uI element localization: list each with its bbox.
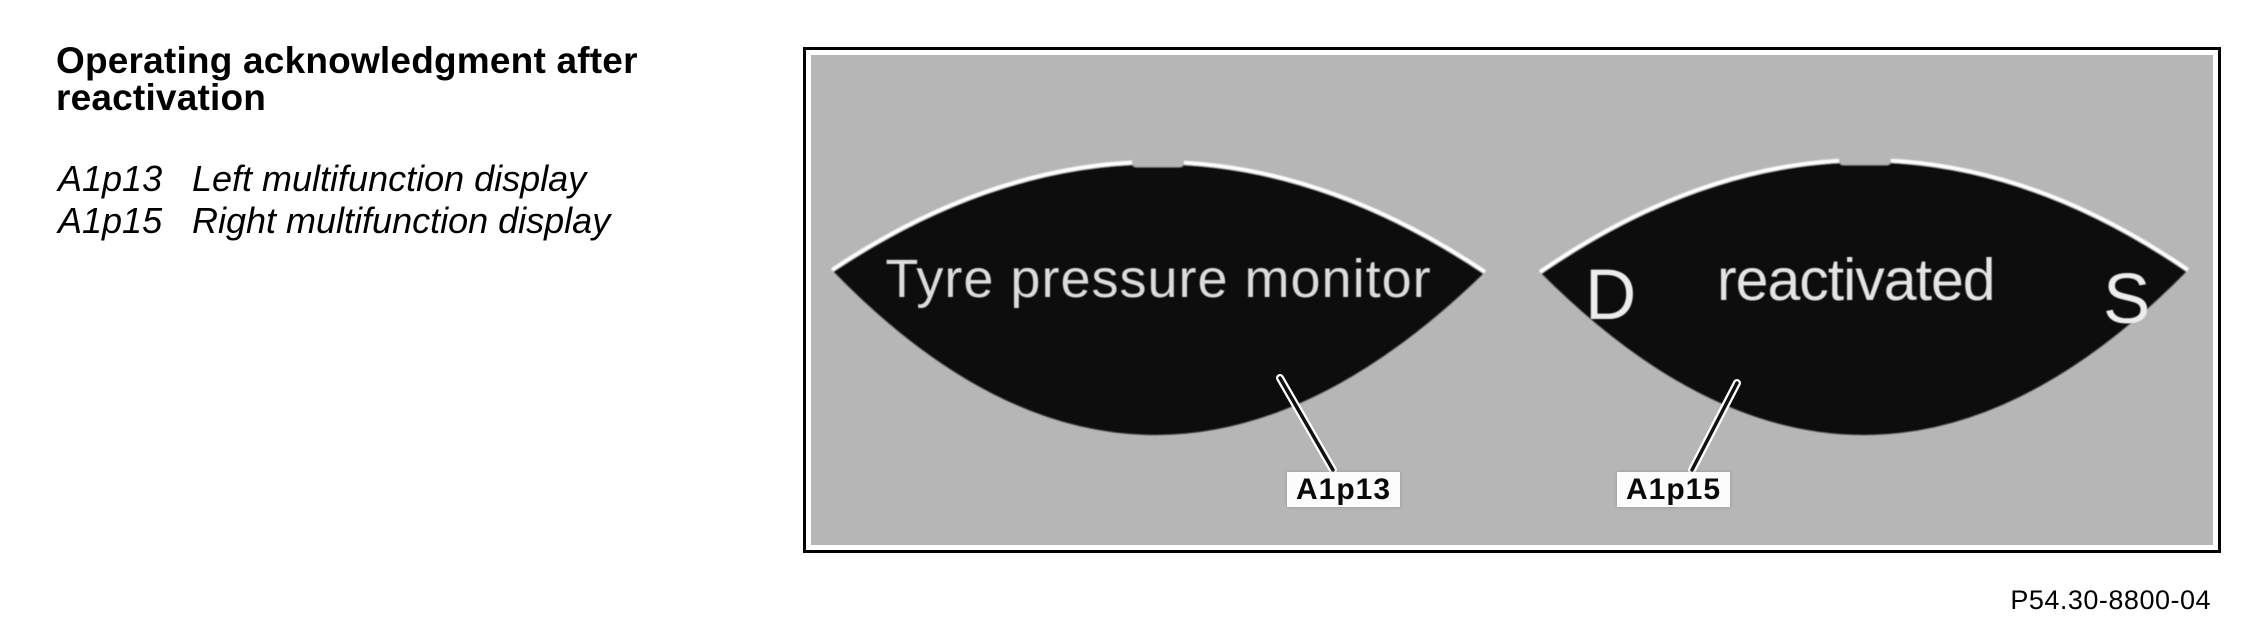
callout-line-a1p15 [1690,381,1739,472]
callout-line-a1p13 [1278,376,1335,472]
right-display-lens [1540,159,2188,436]
component-legend: A1p13 Left multifunction display A1p15 R… [58,158,610,242]
figure-artwork [830,149,2190,474]
section-heading-line-2: reactivation [56,77,267,118]
left-lens-top-notch [1132,151,1184,167]
right-display-symbol-s: S [2103,260,2151,339]
figure-reference-number: P54.30-8800-04 [2010,585,2211,615]
callout-label-a1p15: A1p15 [1617,472,1731,507]
legend-item-a1p15: A1p15 Right multifunction display [58,200,610,242]
legend-code: A1p13 [58,158,163,199]
legend-description: Right multifunction display [192,200,611,241]
section-heading-line-1: Operating acknowledgment after [56,40,638,81]
legend-description: Left multifunction display [192,158,587,199]
callout-leader-lines [1276,374,1741,474]
left-display-text: Tyre pressure monitor [885,249,1432,309]
legend-item-a1p13: A1p13 Left multifunction display [58,158,610,200]
right-display-text: reactivated [1717,247,1996,313]
left-display-lens [832,161,1485,436]
section-heading: Operating acknowledgment after reactivat… [56,42,638,116]
figure-frame: Tyre pressure monitor D reactivated S A1… [803,47,2221,553]
callout-label-a1p13: A1p13 [1287,472,1401,507]
right-display-symbol-d: D [1585,256,1637,335]
legend-code: A1p15 [58,200,163,241]
right-lens-top-notch [1839,149,1891,165]
